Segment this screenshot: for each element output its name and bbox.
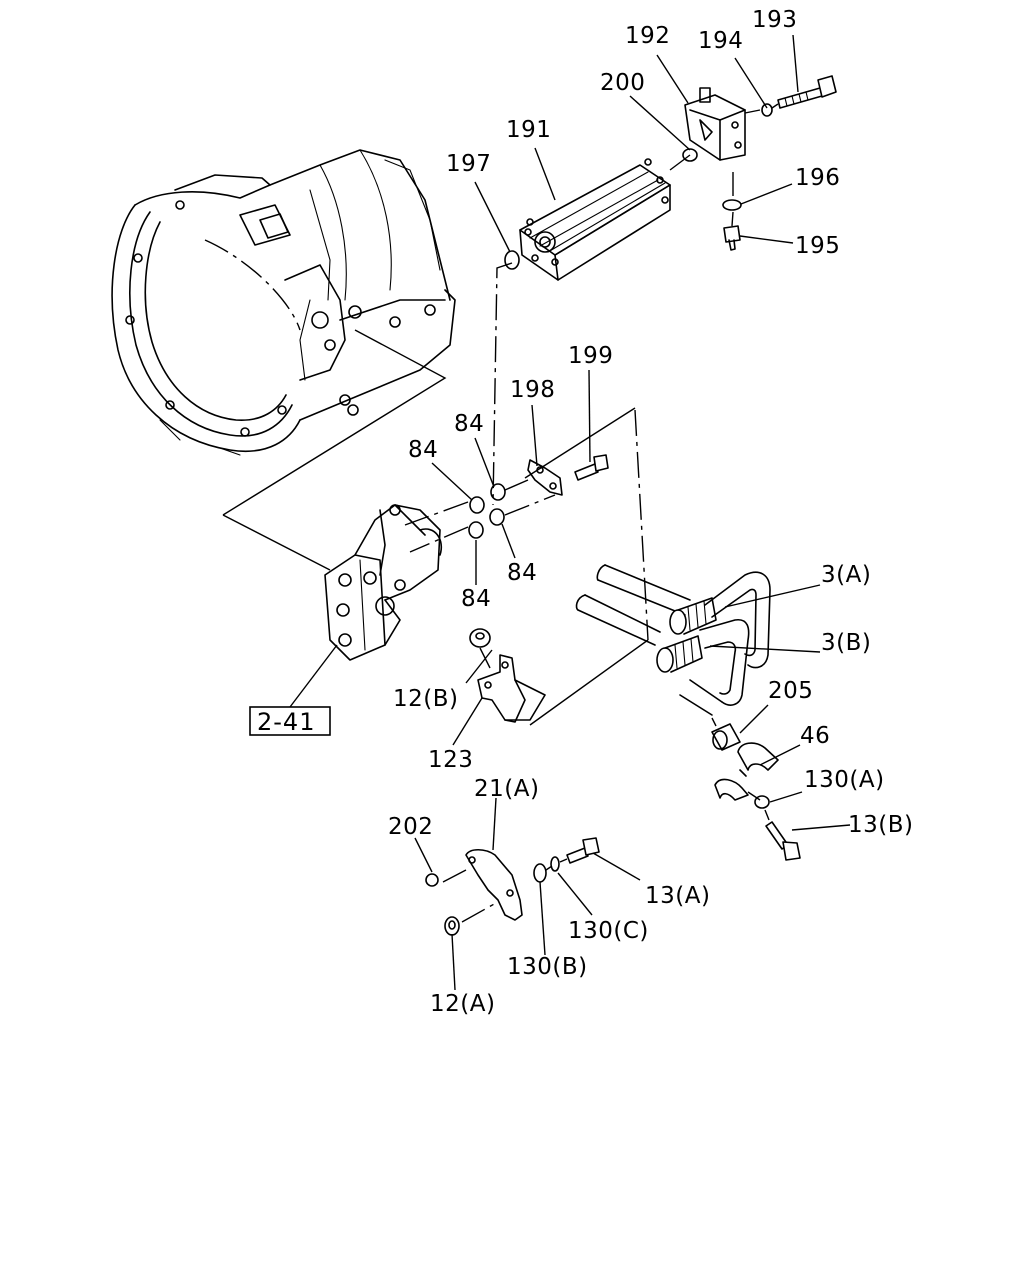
assembly-lines [404, 103, 779, 923]
label-3b: 3(B) [821, 630, 871, 656]
label-195: 195 [795, 233, 840, 259]
label-13a: 13(A) [645, 883, 710, 909]
reference-label: 2-41 [257, 708, 315, 736]
label-130c: 130(C) [568, 918, 649, 944]
o-ring-197 [504, 250, 520, 270]
clip-46 [714, 742, 779, 801]
label-197: 197 [446, 151, 491, 177]
washer-130a [754, 795, 770, 809]
label-3a: 3(A) [821, 562, 871, 588]
nut-12b [469, 628, 491, 648]
label-205: 205 [768, 678, 813, 704]
label-200: 200 [600, 70, 645, 96]
transmission-housing [111, 149, 456, 456]
washer-202 [425, 873, 439, 887]
bracket-123 [477, 654, 546, 723]
frame-lines [222, 329, 649, 726]
washer-130c [550, 856, 560, 872]
label-130a: 130(A) [804, 767, 885, 793]
label-84-c: 84 [507, 560, 537, 586]
label-191: 191 [506, 117, 551, 143]
pipe-fitting-a [669, 597, 717, 635]
o-ring-84-c [490, 483, 506, 501]
label-130b: 130(B) [507, 954, 588, 980]
oil-cooler-191 [519, 158, 671, 281]
label-194: 194 [698, 28, 743, 54]
oil-pipes [575, 564, 771, 716]
label-198: 198 [510, 377, 555, 403]
bolt-199 [574, 454, 609, 481]
bolt-13b [765, 821, 801, 861]
reference-box: 2-41 [249, 706, 331, 736]
label-13b: 13(B) [848, 812, 914, 838]
bolt-13a [566, 837, 600, 864]
label-12b: 12(B) [393, 686, 459, 712]
label-199: 199 [568, 343, 613, 369]
grommet-205 [711, 723, 741, 751]
label-123: 123 [428, 747, 473, 773]
washer-130b [533, 863, 547, 883]
label-46: 46 [800, 723, 830, 749]
thermo-valve-192 [684, 87, 746, 161]
label-12a: 12(A) [430, 991, 495, 1017]
label-21a: 21(A) [474, 776, 539, 802]
label-192: 192 [625, 23, 670, 49]
o-ring-84-a [469, 496, 485, 514]
o-ring-84-d [489, 508, 505, 526]
label-84-a: 84 [454, 411, 484, 437]
bracket-21a [465, 848, 523, 921]
label-84-d: 84 [461, 586, 491, 612]
washer-194 [761, 103, 773, 117]
part-labels: 193 192 194 200 191 197 196 195 199 198 … [388, 7, 914, 1017]
o-ring-84-b [468, 521, 484, 539]
bolt-193 [777, 75, 837, 109]
pipe-fitting-b [656, 635, 703, 673]
label-193: 193 [752, 7, 797, 33]
label-84-b: 84 [408, 437, 438, 463]
leader-lines [289, 34, 851, 991]
bolt-195 [723, 225, 741, 251]
label-196: 196 [795, 165, 840, 191]
o-ring-200 [682, 148, 698, 162]
gasket-196 [722, 199, 742, 211]
label-202: 202 [388, 814, 433, 840]
pump-assembly [324, 504, 442, 661]
nut-12a [444, 916, 460, 936]
